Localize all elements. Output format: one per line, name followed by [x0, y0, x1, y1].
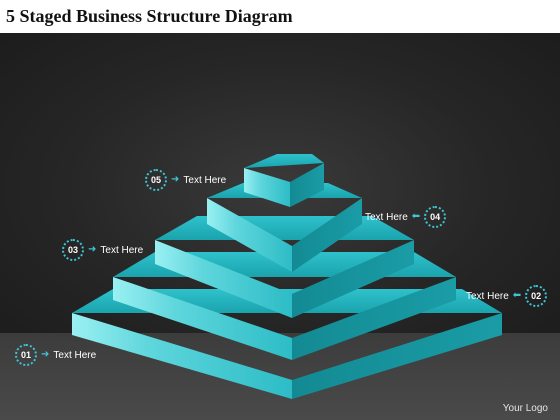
arrow-right-icon: ➜: [171, 174, 180, 185]
step-2-side: [292, 277, 456, 360]
arrow-left-icon: ⬅: [411, 211, 421, 222]
stage-04-label: Text Here: [365, 211, 408, 223]
step-4-front: [207, 198, 292, 272]
arrow-right-icon: ➜: [88, 244, 97, 255]
step-5-front: [244, 168, 290, 207]
stage-01-callout: 01 ➜ Text Here: [15, 344, 96, 366]
stage-04-callout: Text Here ⬅ 04: [365, 206, 447, 228]
step-4-side: [292, 198, 362, 272]
stage-03-number-badge: 03: [62, 239, 84, 261]
stage-03-label: Text Here: [100, 244, 144, 256]
stage-02-label: Text Here: [466, 290, 509, 302]
stage-01-number-badge: 01: [15, 344, 37, 366]
stage-03-callout: 03 ➜ Text Here: [62, 239, 143, 261]
stage-01-label: Text Here: [53, 349, 97, 361]
stage-02-callout: Text Here ⬅ 02: [466, 285, 548, 307]
step-2-front: [113, 277, 292, 360]
logo-placeholder: Your Logo: [502, 403, 548, 414]
step-1-front: [72, 313, 292, 399]
step-5-top: [244, 154, 324, 168]
step-5: [244, 154, 324, 207]
stage-02-number-badge: 02: [525, 285, 548, 307]
step-3-side: [292, 240, 414, 318]
arrow-right-icon: ➜: [41, 349, 50, 360]
stage-05-label: Text Here: [183, 174, 227, 186]
step-3-front: [155, 240, 292, 318]
stage-05-callout: 05 ➜ Text Here: [145, 169, 226, 191]
step-1-side: [292, 313, 502, 399]
arrow-left-icon: ⬅: [512, 290, 522, 301]
step-5-side: [290, 163, 324, 207]
page-title: 5 Staged Business Structure Diagram: [6, 6, 293, 26]
stage-04-number-badge: 04: [424, 206, 447, 228]
stage-05-number-badge: 05: [145, 169, 167, 191]
title-bar: 5 Staged Business Structure Diagram: [0, 0, 560, 33]
